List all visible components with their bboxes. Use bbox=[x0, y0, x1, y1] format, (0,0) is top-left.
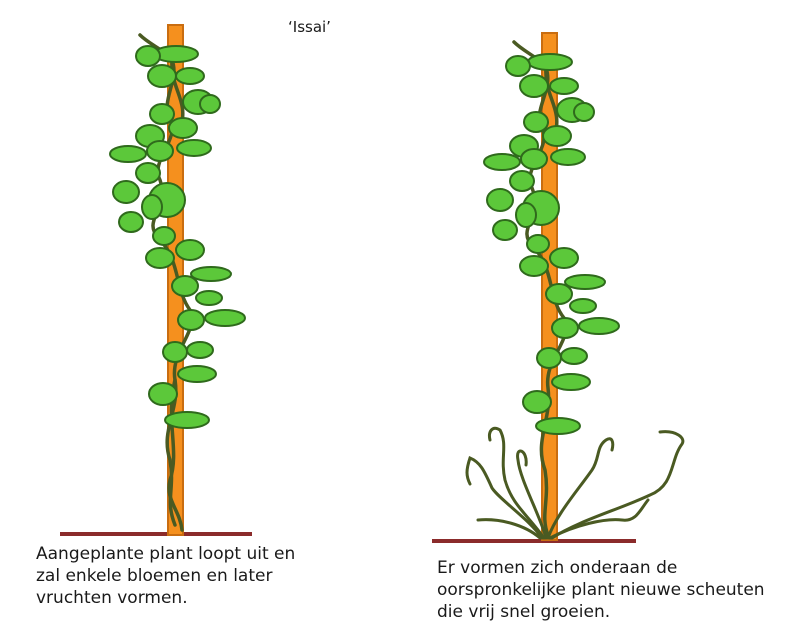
leaf bbox=[484, 154, 520, 170]
leaf bbox=[110, 146, 146, 162]
leaf bbox=[543, 126, 571, 146]
leaf bbox=[149, 383, 177, 405]
right-plant bbox=[432, 33, 683, 541]
leaf bbox=[146, 248, 174, 268]
leaf bbox=[537, 348, 561, 368]
left-plant bbox=[60, 25, 252, 535]
leaf bbox=[550, 248, 578, 268]
leaf bbox=[552, 374, 590, 390]
leaf bbox=[552, 318, 578, 338]
leaf bbox=[520, 256, 548, 276]
leaf bbox=[536, 418, 580, 434]
leaf bbox=[163, 342, 187, 362]
leaf bbox=[153, 227, 175, 245]
leaf bbox=[579, 318, 619, 334]
leaf bbox=[178, 310, 204, 330]
leaf bbox=[521, 149, 547, 169]
leaf bbox=[487, 189, 513, 211]
leaf bbox=[516, 203, 536, 227]
leaf bbox=[551, 149, 585, 165]
leaf bbox=[113, 181, 139, 203]
leaf bbox=[150, 104, 174, 124]
leaf bbox=[493, 220, 517, 240]
leaf bbox=[205, 310, 245, 326]
leaf bbox=[200, 95, 220, 113]
leaf bbox=[191, 267, 231, 281]
leaf bbox=[574, 103, 594, 121]
leaf bbox=[178, 366, 216, 382]
leaf bbox=[196, 291, 222, 305]
leaf bbox=[136, 163, 160, 183]
leaf bbox=[546, 284, 572, 304]
leaf bbox=[565, 275, 605, 289]
leaf bbox=[570, 299, 596, 313]
leaf bbox=[142, 195, 162, 219]
new-shoots bbox=[467, 428, 683, 538]
leaf bbox=[506, 56, 530, 76]
leaf bbox=[172, 276, 198, 296]
leaf bbox=[136, 46, 160, 66]
leaf bbox=[119, 212, 143, 232]
leaf bbox=[510, 171, 534, 191]
leaf bbox=[520, 75, 548, 97]
leaf bbox=[176, 240, 204, 260]
leaf bbox=[550, 78, 578, 94]
leaf bbox=[177, 140, 211, 156]
leaf bbox=[148, 65, 176, 87]
leaf bbox=[147, 141, 173, 161]
leaf bbox=[165, 412, 209, 428]
leaf bbox=[528, 54, 572, 70]
leaf bbox=[523, 391, 551, 413]
right-caption: Er vormen zich onderaan de oorspronkelij… bbox=[437, 557, 805, 623]
leaf bbox=[169, 118, 197, 138]
leaf bbox=[187, 342, 213, 358]
left-caption: Aangeplante plant loopt uit en zal enkel… bbox=[36, 543, 336, 609]
leaf bbox=[561, 348, 587, 364]
leaf bbox=[176, 68, 204, 84]
leaf bbox=[527, 235, 549, 253]
leaf bbox=[524, 112, 548, 132]
